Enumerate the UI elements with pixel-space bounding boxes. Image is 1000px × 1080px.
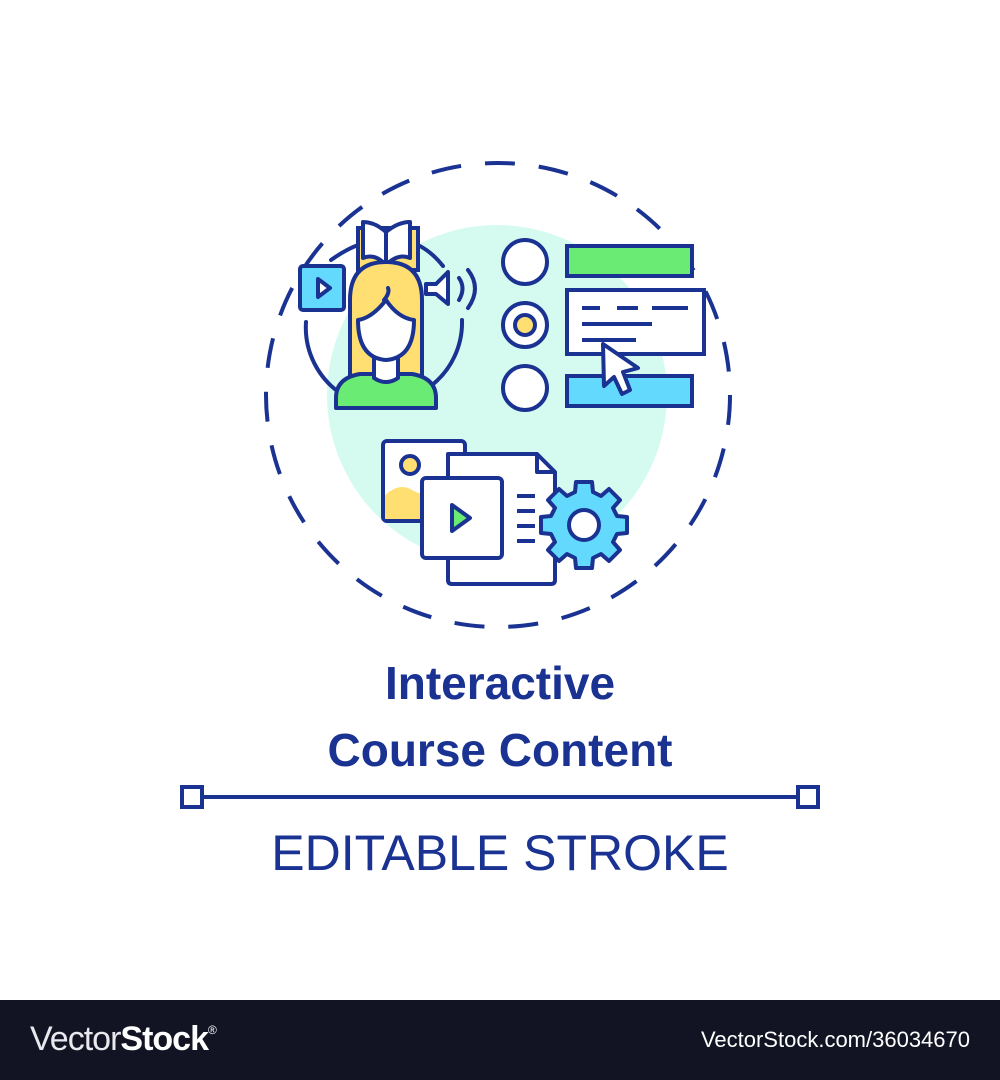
registered-mark: ® xyxy=(207,1023,217,1037)
radio-option-3 xyxy=(501,364,549,412)
dashed-circle-frame xyxy=(264,161,732,629)
green-panel xyxy=(565,244,694,278)
divider-handle-left xyxy=(180,785,204,809)
video-play-icon xyxy=(298,264,346,312)
quiz-form-panels xyxy=(565,244,706,408)
concept-illustration xyxy=(264,161,732,629)
mouse-cursor-icon xyxy=(601,342,640,396)
title-line-2: Course Content xyxy=(327,724,673,776)
divider-handle-right xyxy=(796,785,820,809)
person-avatar xyxy=(334,260,438,410)
media-files-group xyxy=(381,439,557,586)
radio-options xyxy=(501,238,549,412)
radio-option-1 xyxy=(501,238,549,286)
gear-icon xyxy=(539,480,629,570)
watermark-footer: VectorStock® VectorStock.com/36034670 xyxy=(0,1000,1000,1080)
brand-bold: Stock xyxy=(120,1020,209,1058)
title-line-1: Interactive xyxy=(384,657,616,709)
divider-line xyxy=(200,795,800,799)
brand-light: Vector xyxy=(30,1020,121,1058)
subtitle: EDITABLE STROKE xyxy=(271,825,729,881)
image-url: VectorStock.com/36034670 xyxy=(700,1027,970,1052)
editable-stroke-divider xyxy=(180,783,820,811)
brand-logo: VectorStock® xyxy=(30,1020,217,1058)
speaker-icon xyxy=(424,268,477,310)
